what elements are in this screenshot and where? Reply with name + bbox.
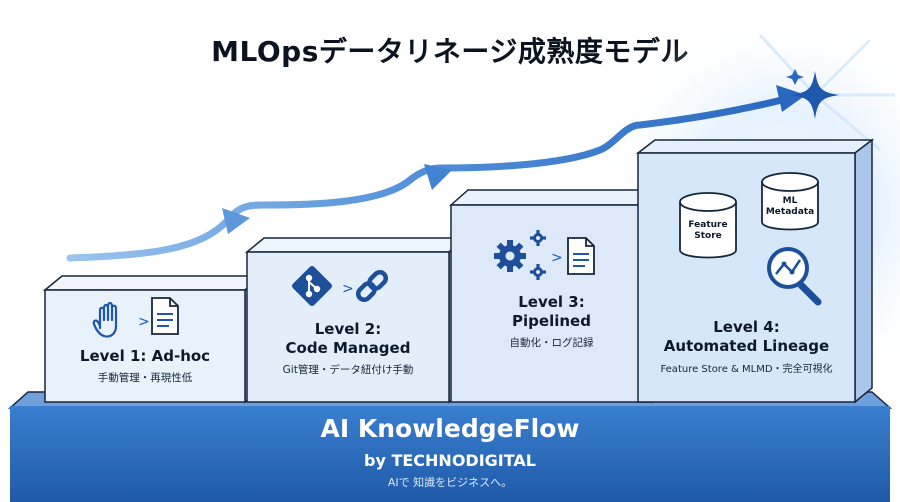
level-3-title-line2: Pipelined xyxy=(512,312,591,330)
chevron-right-icon: > xyxy=(551,250,563,266)
level-4-block xyxy=(635,138,875,404)
chevron-right-icon: > xyxy=(342,281,354,297)
level-4-title: Level 4: xyxy=(713,318,780,336)
database-icon-ml-metadata xyxy=(761,172,819,231)
level-2-subtitle: Git管理・データ紐付け手動 xyxy=(282,364,414,376)
hand-icon xyxy=(92,301,118,338)
level-2-title-line2: Code Managed xyxy=(285,339,411,357)
brand-tagline: AIで 知識をビジネスへ。 xyxy=(387,476,513,489)
sparkle-icon xyxy=(786,69,839,119)
arrow-head-3 xyxy=(776,85,806,112)
level-4-title-line2: Automated Lineage xyxy=(663,337,830,355)
level-1-subtitle: 手動管理・再現性低 xyxy=(97,372,193,384)
level-4-subtitle: Feature Store & MLMD・完全可視化 xyxy=(660,364,833,375)
level-3-block xyxy=(449,188,671,404)
level-3-label: Level 3: Pipelined 自動化・ログ記録 xyxy=(451,293,652,350)
document-icon xyxy=(567,237,595,275)
level-1-title: Level 1: Ad-hoc xyxy=(79,347,211,365)
feature-store-label: Feature Store xyxy=(688,220,728,241)
arrow-head-1 xyxy=(222,208,250,234)
level-2-block xyxy=(244,236,469,404)
link-icon xyxy=(355,269,389,303)
level-1-label: Level 1: Ad-hoc 手動管理・再現性低 xyxy=(45,347,245,385)
brand-name: AI KnowledgeFlow xyxy=(320,414,580,443)
chevron-right-icon: > xyxy=(138,314,150,330)
arrow-head-2 xyxy=(424,164,452,190)
level-3-title: Level 3: xyxy=(518,293,585,311)
git-icon xyxy=(292,266,332,306)
ml-metadata-label: ML Metadata xyxy=(765,196,815,217)
document-icon xyxy=(151,297,179,335)
level-2-title: Level 2: xyxy=(314,320,382,338)
page-title: MLOpsデータリネージ成熟度モデル xyxy=(211,35,689,68)
level-4-label: Level 4: Automated Lineage Feature Store… xyxy=(638,318,855,375)
gears-icon xyxy=(494,230,546,280)
magnifier-chart-icon xyxy=(767,247,822,306)
level-3-subtitle: 自動化・ログ記録 xyxy=(509,337,594,349)
brand-byline: by TECHNODIGITAL xyxy=(364,451,536,470)
level-2-label: Level 2: Code Managed Git管理・データ紐付け手動 xyxy=(247,320,449,377)
database-icon-feature-store xyxy=(679,192,737,259)
